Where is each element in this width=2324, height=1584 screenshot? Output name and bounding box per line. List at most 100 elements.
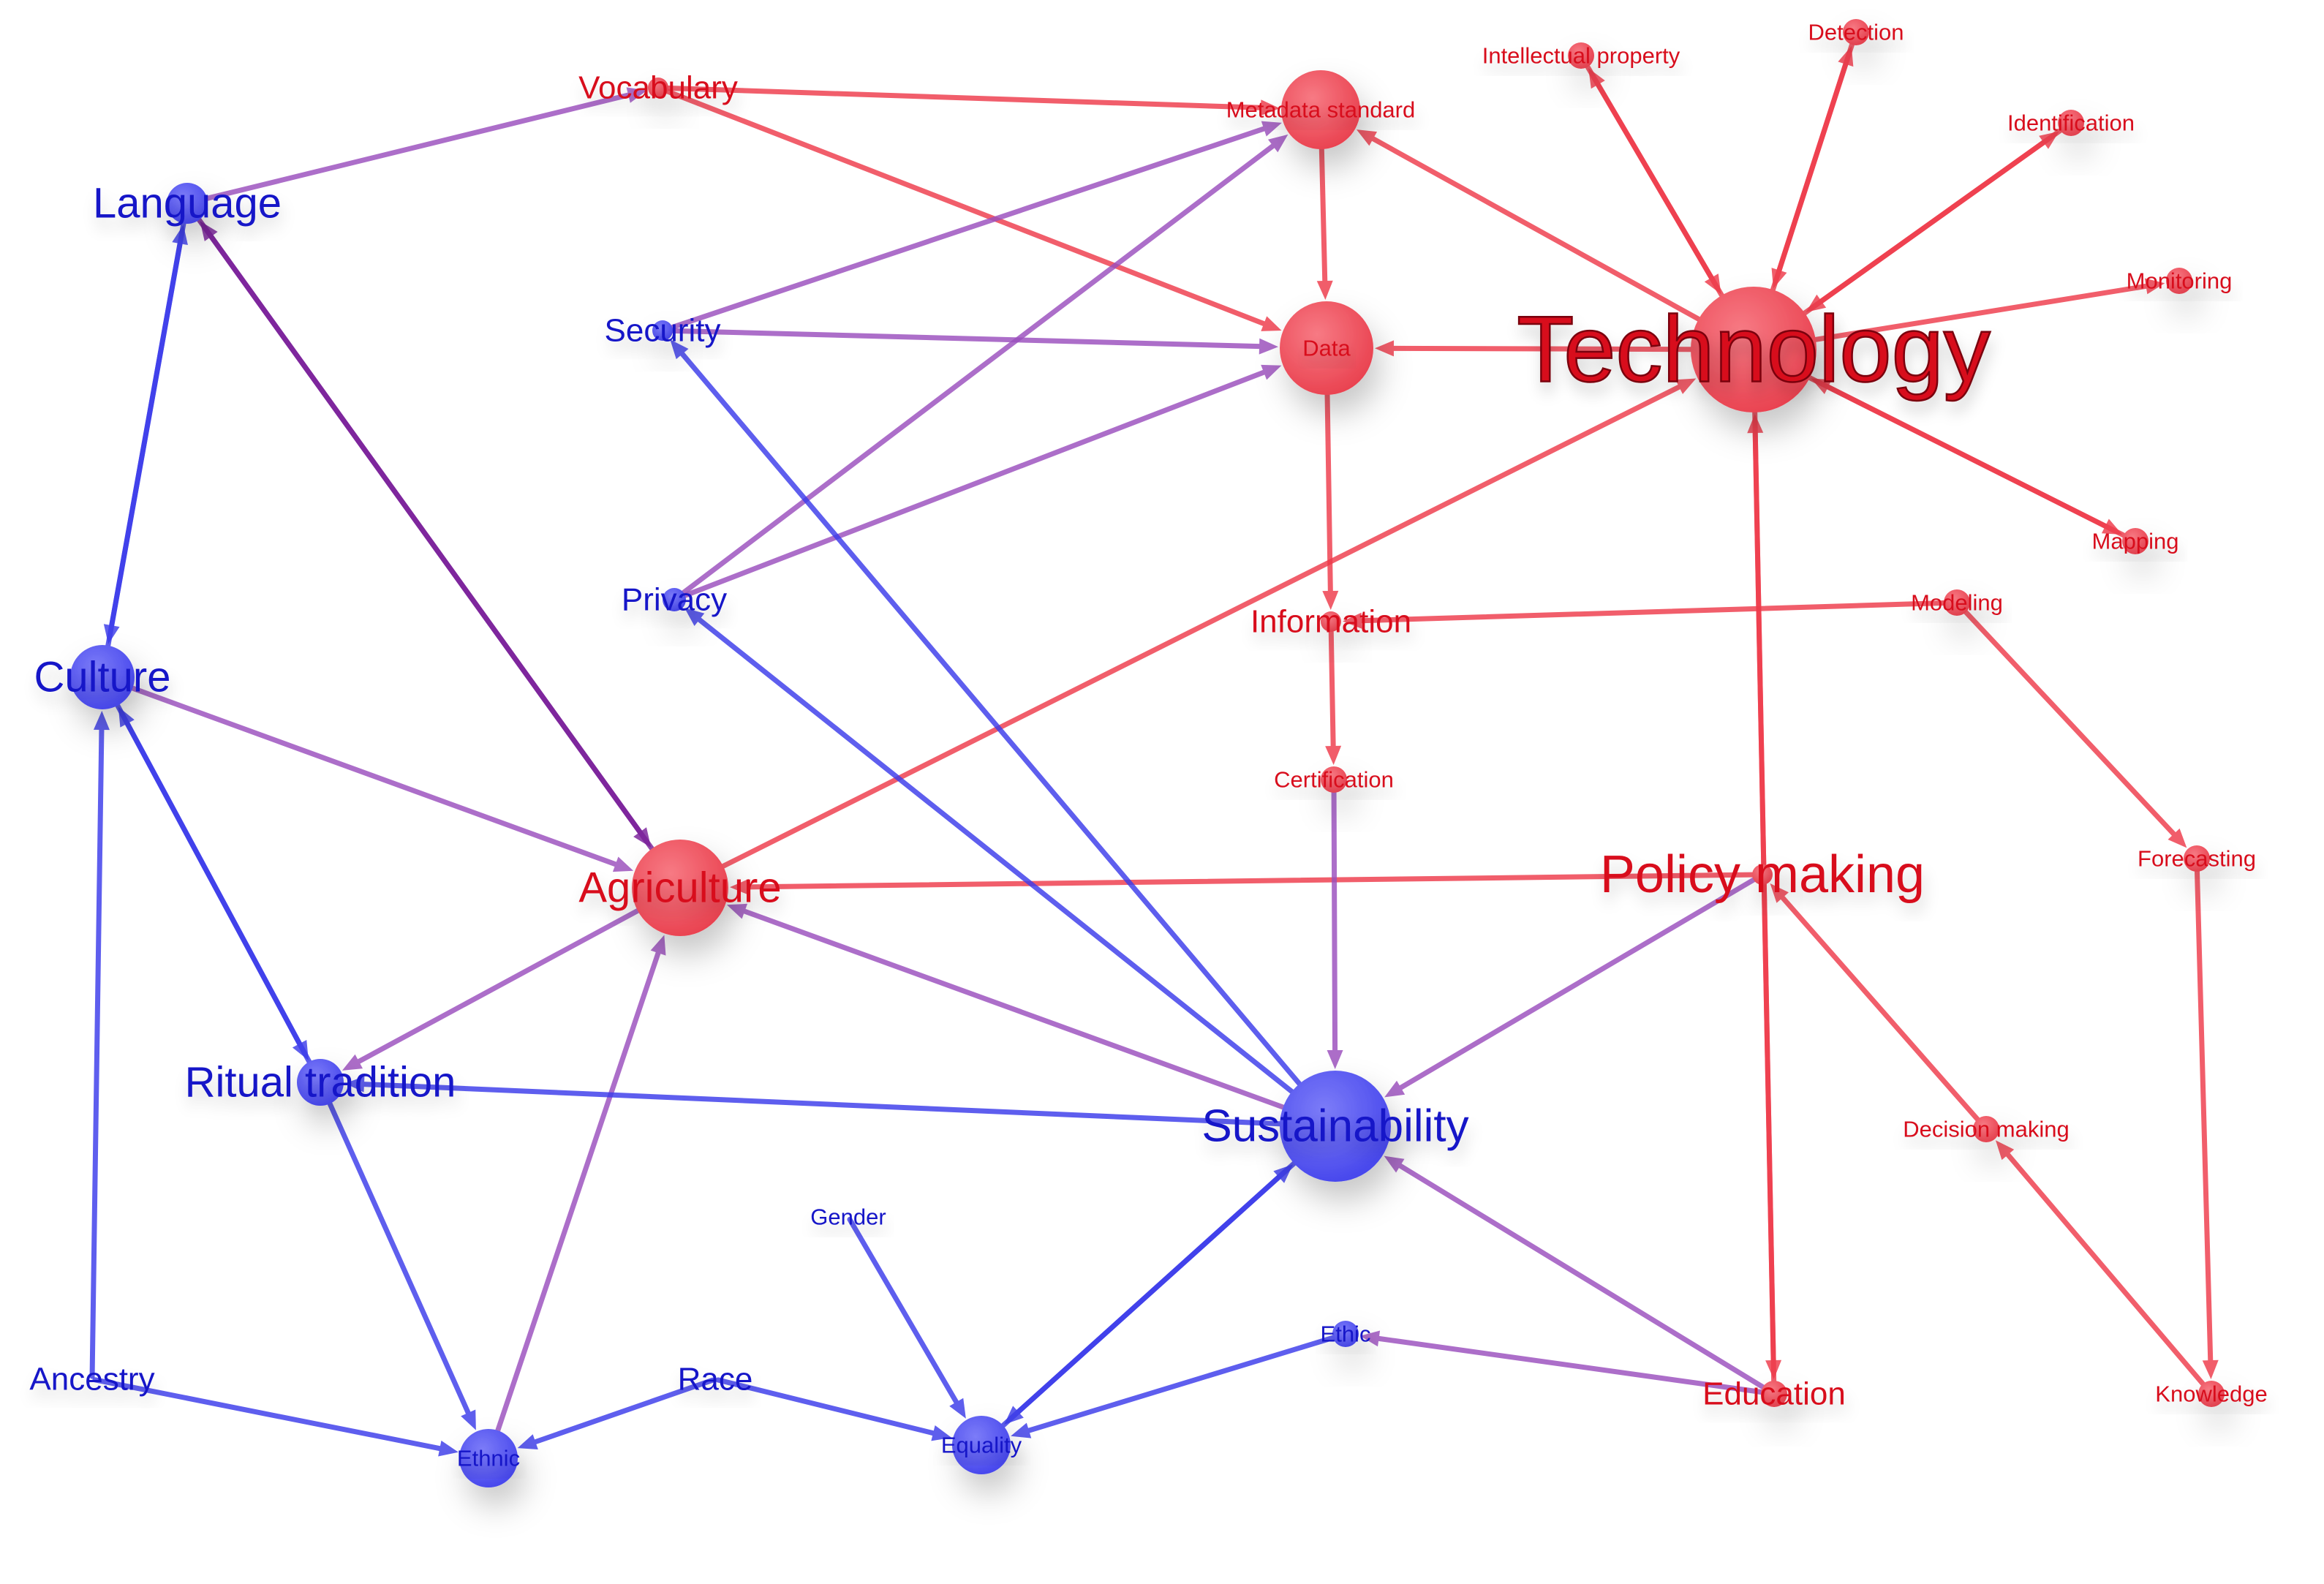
edge-line — [1376, 1335, 1764, 1395]
edge-education-to-sustainability — [1384, 1155, 1766, 1390]
edge-line — [1331, 790, 1338, 1053]
edge-race-to-equality — [715, 1377, 952, 1441]
node-label-mapping: Mapping — [2092, 529, 2179, 554]
node-label-technology: Technology — [1517, 298, 1991, 402]
edges-layer — [89, 42, 2219, 1457]
edge-line — [847, 1216, 959, 1405]
node-label-race: Race — [678, 1362, 753, 1398]
edge-line — [532, 1377, 715, 1445]
edge-arrowhead — [1261, 121, 1282, 137]
node-label-decision-making: Decision making — [1903, 1117, 2069, 1142]
edge-arrowhead — [1765, 1359, 1782, 1380]
node-label-policy-making: Policy making — [1600, 845, 1925, 904]
node-label-ethnic: Ethnic — [457, 1446, 520, 1471]
edge-line — [720, 384, 1682, 869]
edge-language-to-vocabulary — [204, 87, 647, 201]
edge-arrowhead — [1675, 378, 1697, 394]
edge-line — [715, 1377, 936, 1436]
edge-line — [1324, 392, 1333, 594]
edge-agriculture-to-technology — [720, 378, 1697, 869]
edge-arrowhead — [931, 1425, 952, 1441]
edge-line — [1398, 877, 1757, 1090]
edge-arrowhead — [1704, 274, 1721, 295]
edge-arrowhead — [1771, 268, 1787, 289]
edge-arrowhead — [2202, 1359, 2219, 1380]
edge-line — [92, 1377, 442, 1452]
edge-arrowhead — [2168, 828, 2187, 848]
node-label-forecasting: Forecasting — [2138, 846, 2256, 872]
edge-arrowhead — [1325, 745, 1342, 766]
edge-information-to-certification — [1325, 629, 1342, 766]
edge-line — [665, 88, 1267, 327]
edge-arrowhead — [1356, 129, 1378, 146]
node-label-knowledge: Knowledge — [2155, 1381, 2267, 1407]
node-ethnic — [459, 1429, 518, 1487]
edge-line — [1752, 410, 1776, 1363]
edge-policy_making-to-sustainability — [1384, 877, 1757, 1098]
edge-line — [1813, 283, 2149, 342]
edge-line — [356, 908, 641, 1064]
edge-line — [2194, 869, 2214, 1363]
node-metadata-standard — [1281, 70, 1360, 149]
edge-policy_making-to-agriculture — [729, 872, 1755, 895]
edge-vocabulary-to-data — [665, 88, 1282, 331]
edge-ritual_tradition-to-ethnic — [327, 1101, 476, 1430]
edge-line — [124, 720, 312, 1065]
edge-line — [1397, 1163, 1766, 1390]
edge-arrowhead — [1260, 99, 1280, 116]
edge-technology-to-education — [1752, 410, 1782, 1380]
edge-line — [669, 126, 1267, 331]
node-knowledge — [2198, 1381, 2225, 1407]
edge-line — [1391, 345, 1694, 352]
edge-education-to-ethic — [1359, 1330, 1764, 1395]
edge-language-to-agriculture — [196, 217, 652, 848]
edge-modeling-to-forecasting — [1963, 609, 2187, 848]
edge-arrowhead — [1359, 1330, 1381, 1347]
edge-sustainability-to-equality — [1004, 1161, 1297, 1425]
node-mapping — [2122, 528, 2148, 554]
node-intellectual-property — [1568, 42, 1594, 69]
edge-ethic-to-equality — [1011, 1335, 1336, 1438]
edge-arrowhead — [626, 87, 647, 103]
node-label-monitoring: Monitoring — [2127, 268, 2233, 294]
node-equality — [952, 1416, 1011, 1474]
edge-arrowhead — [342, 1054, 363, 1071]
node-information — [1321, 611, 1341, 632]
edge-line — [1026, 1335, 1336, 1433]
node-label-intellectual-property: Intellectual property — [1482, 43, 1680, 69]
edge-line — [681, 143, 1276, 595]
node-label-gender: Gender — [810, 1204, 886, 1230]
edge-sustainability-to-agriculture — [726, 903, 1286, 1110]
node-security — [652, 320, 673, 341]
edge-arrowhead — [517, 1434, 538, 1450]
edge-arrowhead — [1806, 294, 1827, 312]
edge-forecasting-to-knowledge — [2194, 869, 2219, 1380]
edge-line — [1780, 895, 1980, 1122]
node-label-detection: Detection — [1808, 20, 1904, 45]
edge-line — [1963, 609, 2177, 837]
node-vocabulary — [648, 78, 668, 98]
edge-detection-to-technology — [1771, 42, 1855, 289]
edge-line — [1819, 127, 2063, 304]
edge-privacy-to-data — [682, 364, 1282, 598]
edge-sustainability-to-privacy — [684, 608, 1295, 1095]
edge-arrowhead — [1316, 280, 1333, 301]
node-detection — [1843, 19, 1869, 45]
edge-arrowhead — [1322, 590, 1339, 611]
edge-arrowhead — [1261, 316, 1282, 331]
node-certification — [1321, 766, 1347, 793]
edge-line — [742, 908, 1286, 1110]
edge-culture-to-language — [105, 225, 188, 649]
edge-metadata_standard-to-data — [1316, 146, 1333, 301]
edge-line — [679, 351, 1302, 1087]
edge-line — [1328, 629, 1336, 749]
edge-arrowhead — [949, 1398, 966, 1419]
node-forecasting — [2184, 845, 2210, 872]
edge-agriculture-to-ritual_tradition — [342, 908, 641, 1071]
edge-arrowhead — [93, 710, 110, 731]
node-agriculture — [632, 840, 728, 936]
edge-sustainability-to-ritual_tradition — [344, 1076, 1283, 1127]
edge-technology-to-data — [1374, 340, 1694, 357]
node-education — [1761, 1381, 1787, 1407]
edge-line — [129, 685, 619, 867]
